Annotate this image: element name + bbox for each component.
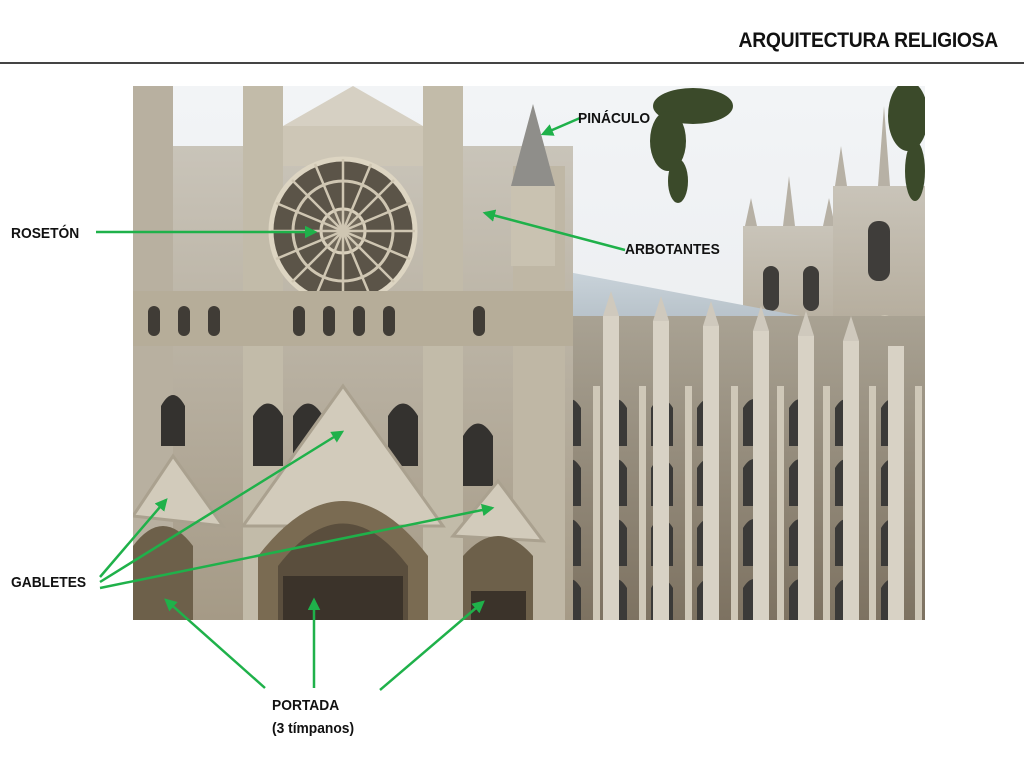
cathedral-photo (133, 86, 925, 620)
title-divider (0, 62, 1024, 64)
arrow-portada-1 (164, 598, 266, 689)
label-portada: PORTADA (272, 697, 340, 714)
label-portada-tympana: (3 tímpanos) (272, 720, 355, 737)
arrow-gablete-1 (99, 498, 168, 578)
slide-title: ARQUITECTURA RELIGIOSA (738, 29, 999, 52)
label-pinaculo: PINÁCULO (578, 110, 651, 127)
arrow-pinaculo (540, 116, 581, 136)
label-gabletes: GABLETES (11, 574, 87, 591)
arrow-gablete-3 (99, 503, 495, 590)
arrow-gablete-2 (99, 430, 345, 584)
label-roseton: ROSETÓN (11, 225, 80, 242)
label-arbotantes: ARBOTANTES (625, 241, 720, 258)
arrow-portada-3 (379, 600, 485, 691)
arrow-arbotantes (482, 209, 626, 252)
